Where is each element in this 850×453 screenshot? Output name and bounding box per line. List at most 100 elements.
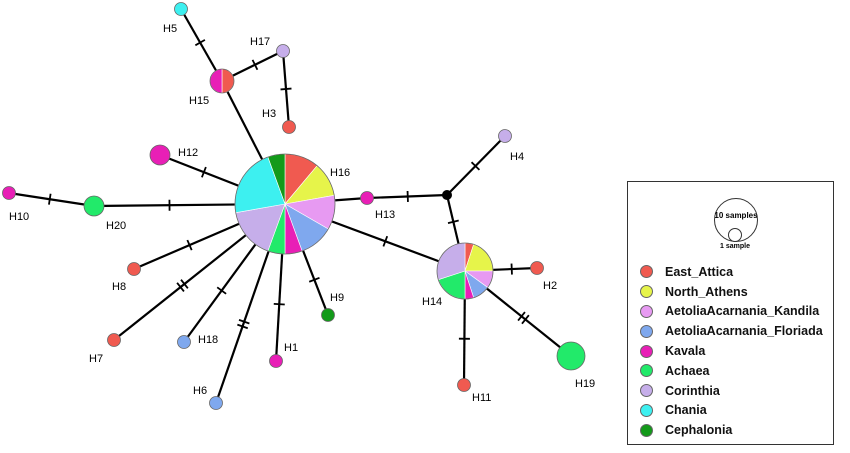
haplotype-label-h3: H3 (262, 108, 276, 120)
haplotype-network: H1H2H3H4H5H6H7H8H9H10H11H12H13H14H15H16H… (2, 2, 595, 410)
mutation-tick (237, 323, 249, 330)
legend-item-achaea: Achaea (640, 361, 823, 381)
haplotype-node-h13 (360, 191, 374, 205)
mutation-tick (447, 219, 459, 224)
legend-label: Achaea (665, 363, 710, 378)
legend-list: East_Attica North_Athens AetoliaAcarnani… (640, 262, 823, 440)
median-vector-node (442, 190, 452, 200)
haplotype-label-h9: H9 (330, 292, 344, 304)
haplotype-node-h17 (276, 44, 290, 58)
haplotype-labels: H1H2H3H4H5H6H7H8H9H10H11H12H13H14H15H16H… (9, 23, 595, 404)
legend-swatch (640, 285, 653, 299)
mutation-tick (470, 161, 481, 171)
legend-swatch (640, 364, 653, 378)
haplotype-node-median (442, 190, 452, 200)
legend-swatch (640, 423, 653, 437)
haplotype-node-h11 (457, 378, 471, 392)
pie-slice-aetolia_floriada (177, 335, 191, 349)
legend-label: Chania (665, 403, 707, 418)
mutation-tick (280, 87, 292, 91)
haplotype-label-h13: H13 (375, 209, 395, 221)
mutation-tick (521, 314, 530, 325)
pie-slice-east_attica (221, 68, 235, 94)
mutation-tick (180, 279, 189, 289)
legend-label: AetoliaAcarnania_Floriada (665, 324, 823, 339)
haplotype-node-h6 (209, 396, 223, 410)
haplotype-label-h8: H8 (112, 281, 126, 293)
pie-slice-aetolia_floriada (209, 396, 223, 410)
pie-slice-achaea (83, 195, 105, 217)
haplotype-label-h20: H20 (106, 220, 126, 232)
haplotype-node-h1 (269, 354, 283, 368)
legend-label: Cephalonia (665, 423, 733, 438)
size-scale: 10 samples 1 sample (714, 198, 760, 254)
pie-slice-east_attica (127, 262, 141, 276)
mutation-tick (216, 286, 227, 295)
mutation-tick (194, 39, 206, 47)
haplotype-label-h2: H2 (543, 280, 557, 292)
mutation-tick (308, 276, 320, 283)
pie-slice-kavala (2, 186, 16, 200)
legend-label: East_Attica (665, 264, 734, 279)
haplotype-node-h12 (149, 144, 171, 166)
haplotype-node-h15 (209, 68, 235, 94)
scale-small-label: 1 sample (720, 243, 750, 250)
legend-item-north-athens: North_Athens (640, 282, 823, 302)
legend-item-aetolia-floriada: AetoliaAcarnania_Floriada (640, 321, 823, 341)
haplotype-label-h11: H11 (472, 392, 491, 404)
haplotype-nodes (2, 2, 586, 410)
haplotype-node-h10 (2, 186, 16, 200)
haplotype-label-h5: H5 (163, 23, 177, 35)
legend-item-kavala: Kavala (640, 341, 823, 361)
haplotype-node-h4 (498, 129, 512, 143)
pie-slice-cephalonia (321, 308, 335, 322)
edge-h20-h10 (8, 191, 95, 208)
pie-slice-corinthia (276, 44, 290, 58)
haplotype-node-h3 (282, 120, 296, 134)
haplotype-node-h14 (436, 242, 494, 300)
edge-h15-h5 (180, 8, 223, 82)
pie-slice-kavala (360, 191, 374, 205)
pie-slice-east_attica (457, 378, 471, 392)
haplotype-node-h7 (107, 333, 121, 347)
mutation-tick (186, 239, 193, 251)
legend-swatch (640, 403, 653, 417)
legend-label: Kavala (665, 344, 706, 359)
legend-item-east-attica: East_Attica (640, 262, 823, 282)
pie-slice-east_attica (530, 261, 544, 275)
node-outline (234, 153, 336, 255)
haplotype-node-h19 (556, 341, 586, 371)
legend-item-corinthia: Corinthia (640, 381, 823, 401)
legend-swatch (640, 265, 653, 279)
pie-slice-corinthia (498, 129, 512, 143)
haplotype-label-h17: H17 (250, 36, 270, 48)
mutation-tick (517, 311, 526, 322)
pie-slice-kavala (269, 354, 283, 368)
legend-item-aetolia-kandila: AetoliaAcarnania_Kandila (640, 302, 823, 322)
legend-swatch (640, 304, 653, 318)
legend-item-chania: Chania (640, 401, 823, 421)
legend-swatch (640, 344, 653, 358)
haplotype-label-h10: H10 (9, 211, 29, 223)
legend-label: North_Athens (665, 284, 748, 299)
legend-label: Corinthia (665, 383, 720, 398)
mutation-tick (201, 166, 207, 178)
node-outline (436, 242, 494, 300)
haplotype-label-h15: H15 (189, 95, 209, 107)
haplotype-node-h2 (530, 261, 544, 275)
legend-item-cephalonia: Cephalonia (640, 420, 823, 440)
legend: 10 samples 1 sample East_Attica North_At… (627, 181, 834, 445)
legend-swatch (640, 384, 653, 398)
node-outline (209, 68, 235, 94)
haplotype-label-h6: H6 (193, 385, 207, 397)
haplotype-label-h7: H7 (89, 353, 103, 365)
mutation-tick (48, 193, 52, 205)
mutation-tick (238, 319, 250, 325)
mutation-tick (251, 59, 259, 71)
haplotype-label-h14: H14 (422, 296, 442, 308)
haplotype-node-h18 (177, 335, 191, 349)
haplotype-label-h19: H19 (575, 378, 595, 390)
mutation-tick (382, 235, 389, 247)
mutation-tick (273, 303, 285, 306)
pie-slice-kavala (149, 144, 171, 166)
